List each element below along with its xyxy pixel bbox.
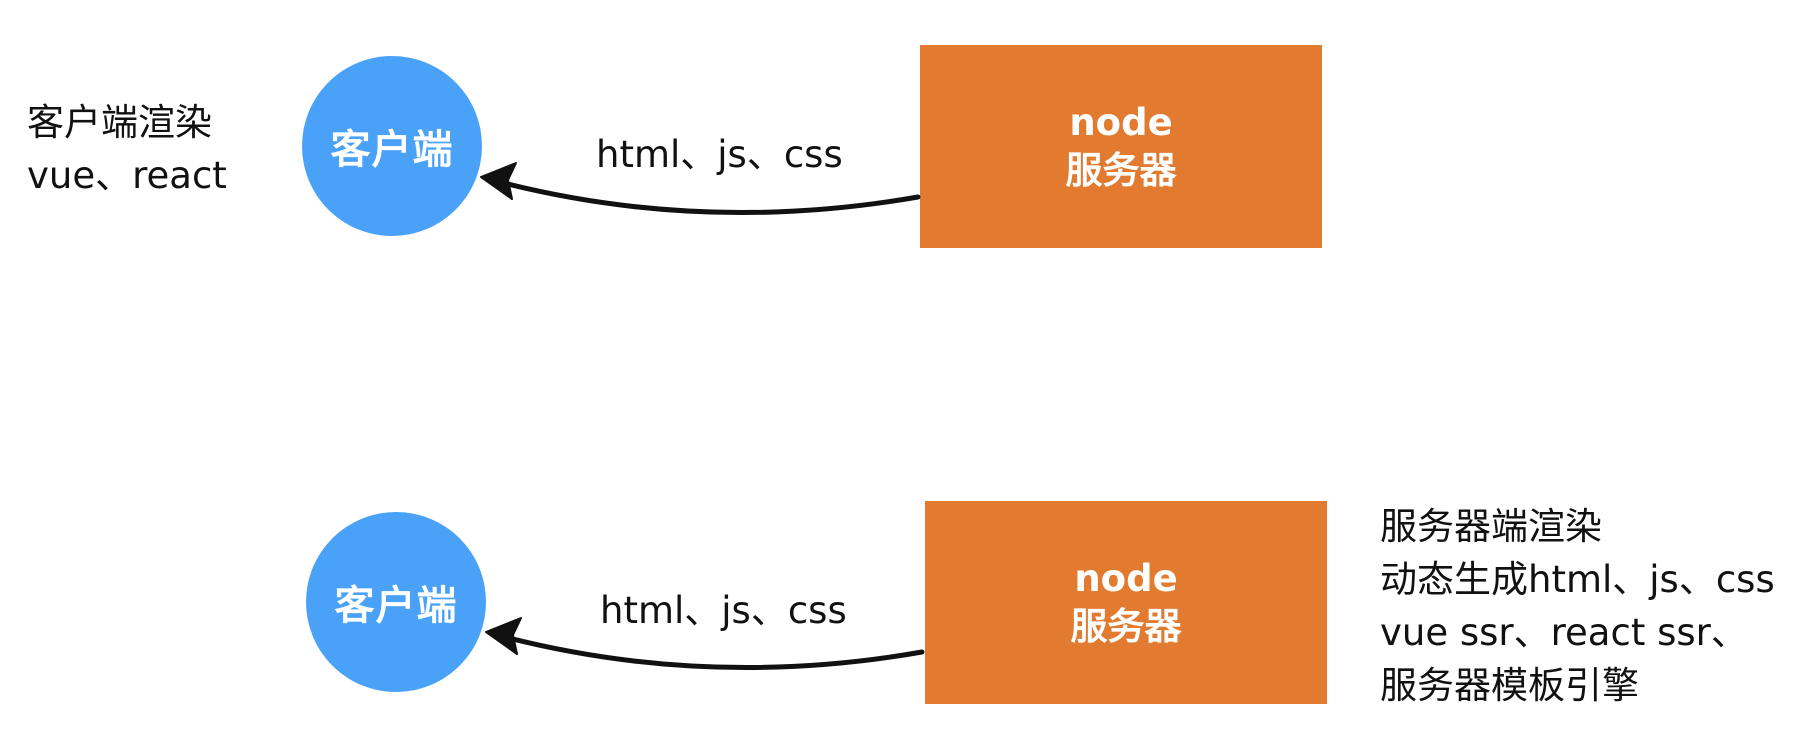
server-node-1: node 服务器 [920, 45, 1322, 248]
edge-label-2: html、js、css [600, 589, 847, 632]
annotation-line: 服务器端渲染 [1380, 505, 1602, 548]
edge-label-1: html、js、css [596, 133, 843, 176]
server-label-line: 服务器 [1070, 604, 1182, 648]
server-label-line: node [1074, 557, 1178, 601]
annotation-line: 客户端渲染 [27, 101, 212, 144]
annotation-client-rendering: 客户端渲染 vue、react [27, 96, 227, 202]
arrow-server-to-client-1 [480, 162, 921, 215]
annotation-line: 动态生成html、js、css [1380, 558, 1775, 601]
arrow-server-to-client-2 [485, 617, 925, 670]
annotation-line: vue、react [27, 154, 227, 197]
annotation-server-rendering: 服务器端渲染 动态生成html、js、css vue ssr、react ssr… [1380, 500, 1775, 712]
annotation-line: vue ssr、react ssr、 [1380, 611, 1748, 654]
client-node-2: 客户端 [306, 512, 486, 692]
server-node-2: node 服务器 [925, 501, 1327, 704]
client-node-1: 客户端 [302, 56, 482, 236]
server-label-line: 服务器 [1065, 148, 1177, 192]
annotation-line: 服务器模板引擎 [1380, 664, 1639, 707]
server-label-line: node [1069, 101, 1173, 145]
